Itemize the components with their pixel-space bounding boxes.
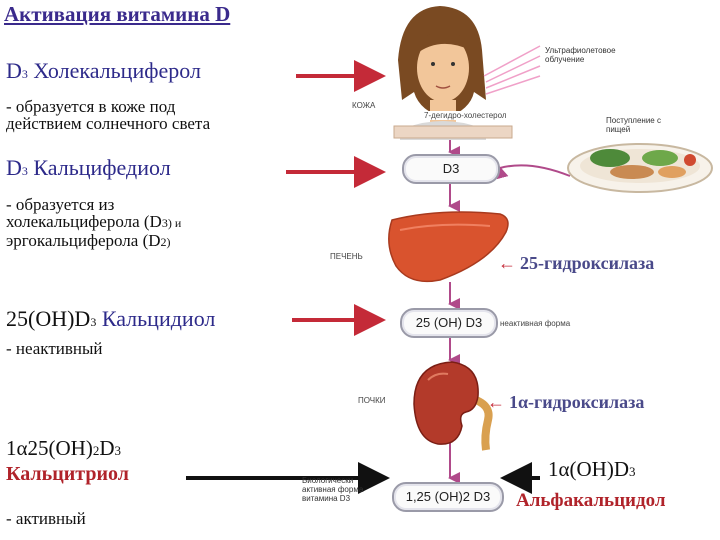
page-title: Активация витамина D bbox=[4, 2, 231, 26]
skin-label: КОЖА bbox=[352, 101, 376, 110]
step2-heading: D3 Кальцифедиол bbox=[6, 155, 171, 181]
step2-desc-line2: холекальциферола (D3) и bbox=[6, 212, 182, 231]
step4-desc: - активный bbox=[6, 509, 86, 528]
enzyme-1a-hydroxylase: ←1α-гидроксилаза bbox=[487, 392, 644, 413]
step1-name: Холекальциферол bbox=[27, 58, 201, 83]
step1-desc-line1: - образуется в коже под bbox=[6, 97, 176, 116]
step1-desc-line2: действием солнечного света bbox=[6, 114, 211, 133]
step2-prefix: D bbox=[6, 155, 22, 180]
uv-label: Ультрафиолетовое облучение bbox=[545, 46, 616, 64]
pill-d3: D3 bbox=[402, 154, 500, 184]
liver-label: ПЕЧЕНЬ bbox=[330, 252, 363, 261]
step3-heading: 25(OH)D3 Кальцидиол bbox=[6, 306, 215, 332]
step3-sub: 3 bbox=[90, 315, 97, 329]
dehydro-label: 7-дегидро-холестерол bbox=[424, 111, 507, 120]
step1-prefix: D bbox=[6, 58, 22, 83]
step2-desc-line3: эргокальциферола (D2) bbox=[6, 231, 171, 250]
step2-name: Кальцифедиол bbox=[27, 155, 171, 180]
step4-name: Кальцитриол bbox=[6, 463, 129, 485]
enzyme1-arrow: ← bbox=[498, 253, 516, 273]
inactive-label: неактивная форма bbox=[500, 319, 571, 328]
enzyme1-label: 25-гидроксилаза bbox=[520, 253, 655, 273]
alfacalcidol-name: Альфакальцидол bbox=[516, 490, 666, 511]
food-label: Поступление с пищей bbox=[606, 116, 661, 134]
step1-desc: - образуется в коже под действием солнеч… bbox=[6, 98, 210, 132]
alfacalcidol-formula: 1α(OH)D3 bbox=[548, 457, 636, 481]
step4-formula: 1α25(OH)2D3 bbox=[6, 436, 121, 460]
kidney-illustration bbox=[413, 361, 493, 451]
pill-125oh2d3: 1,25 (OH)2 D3 bbox=[392, 482, 504, 512]
enzyme-25-hydroxylase: ←25-гидроксилаза bbox=[498, 253, 654, 274]
food-plate bbox=[567, 143, 713, 193]
step2-sub: 3 bbox=[21, 164, 28, 178]
step3-prefix: 25(OH)D bbox=[6, 306, 91, 331]
step2-desc-line1: - образуется из bbox=[6, 195, 115, 214]
enzyme2-label: 1α-гидроксилаза bbox=[509, 392, 645, 412]
liver-illustration bbox=[388, 211, 509, 283]
step3-name: Кальцидиол bbox=[96, 306, 216, 331]
step1-sub: 3 bbox=[21, 67, 28, 81]
kidney-label: ПОЧКИ bbox=[358, 396, 386, 405]
step3-desc: - неактивный bbox=[6, 339, 103, 358]
uv-rays bbox=[483, 45, 541, 95]
skin-band bbox=[393, 125, 513, 139]
bio-active-label: Биологически активная форма витамина D3 bbox=[302, 476, 364, 503]
step1-heading: D3 Холекальциферол bbox=[6, 58, 201, 84]
step2-desc: - образуется из холекальциферола (D3) и … bbox=[6, 196, 181, 251]
pill-25ohd3: 25 (OH) D3 bbox=[400, 308, 498, 338]
enzyme2-arrow: ← bbox=[487, 392, 505, 412]
